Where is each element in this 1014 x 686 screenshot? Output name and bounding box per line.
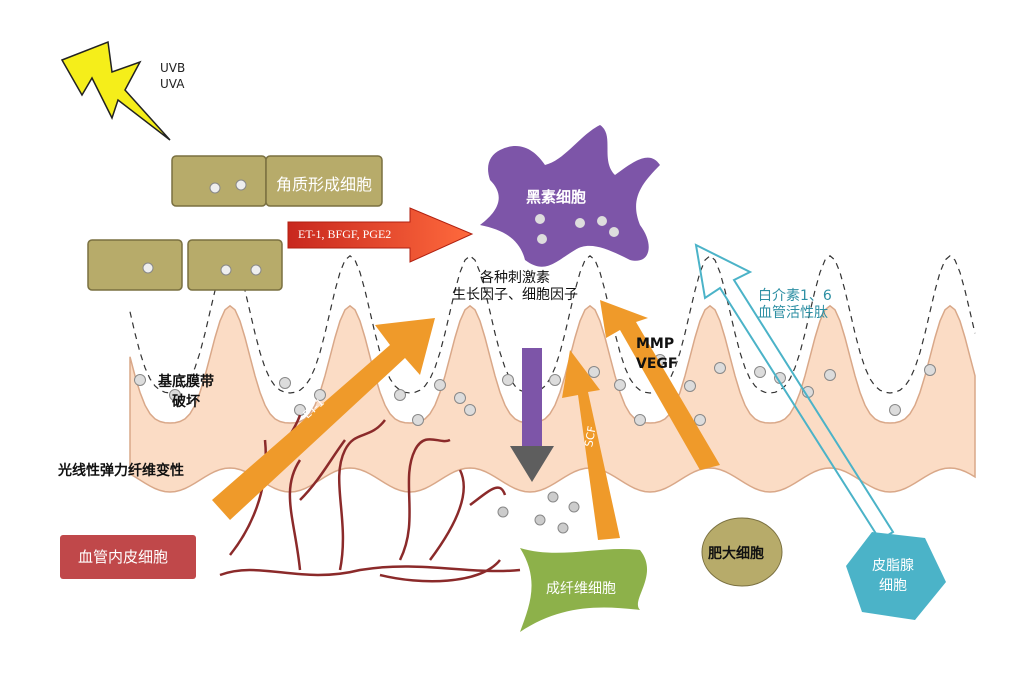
melanocyte-label: 黑素细胞 bbox=[526, 188, 587, 206]
stimuli-line1: 各种刺激素 bbox=[480, 270, 550, 286]
red-arrow-label: ET-1, BFGF, PGE2 bbox=[298, 227, 392, 241]
interleukin-label: 白介素1、6 血管活性肽 bbox=[758, 288, 832, 322]
granule-dot bbox=[134, 374, 146, 386]
granule-dot bbox=[314, 389, 326, 401]
red-arrow bbox=[287, 207, 474, 263]
uvb-text: UVB bbox=[160, 61, 186, 75]
vegf-text: VEGF bbox=[636, 356, 678, 372]
mmp-text: MMP bbox=[636, 336, 675, 352]
et1-arrow bbox=[212, 318, 435, 520]
basement-line2: 破坏 bbox=[172, 394, 200, 410]
stimuli-line2: 生长因子、细胞因子 bbox=[452, 287, 578, 303]
uv-label: UVB UVA bbox=[160, 60, 185, 92]
scf-arrow bbox=[562, 350, 620, 540]
mast-label: 肥大细胞 bbox=[708, 546, 764, 562]
sebaceous-line1: 皮脂腺 bbox=[872, 558, 914, 574]
sebaceous-cell bbox=[846, 532, 946, 620]
basement-line1: 基底膜带 bbox=[158, 374, 214, 390]
granule-dot bbox=[169, 389, 181, 401]
granule-dot bbox=[824, 369, 836, 381]
elastic-label: 光线性弹力纤维变性 bbox=[58, 463, 184, 479]
interleukin-line2: 血管活性肽 bbox=[758, 305, 828, 321]
blood-vessels bbox=[219, 414, 521, 583]
lightning-icon bbox=[60, 40, 171, 141]
granule-dot bbox=[412, 414, 424, 426]
purple-arrow-head bbox=[510, 446, 554, 482]
stimuli-label: 各种刺激素 生长因子、细胞因子 bbox=[440, 270, 590, 304]
granule-dot bbox=[889, 404, 901, 416]
endothelial-cell bbox=[60, 535, 196, 579]
teal-arrow bbox=[694, 243, 895, 542]
mmp-arrow bbox=[600, 300, 720, 470]
granule-dot bbox=[549, 374, 561, 386]
endothelial-label: 血管内皮细胞 bbox=[78, 548, 169, 566]
keratinocyte-label: 角质形成细胞 bbox=[276, 175, 373, 194]
mast-cell bbox=[701, 517, 783, 587]
melanin-granules bbox=[134, 354, 936, 426]
granule-dot bbox=[502, 374, 514, 386]
interleukin-line1: 白介素1、6 bbox=[758, 288, 832, 304]
granule-dot bbox=[454, 392, 466, 404]
mmp-label: MMP VEGF bbox=[636, 334, 677, 374]
fibroblast-shape bbox=[520, 548, 648, 632]
granule-dot bbox=[924, 364, 936, 376]
orange-arrows bbox=[212, 300, 720, 540]
granule-dot bbox=[464, 404, 476, 416]
granule-dot bbox=[694, 414, 706, 426]
granule-dot bbox=[279, 377, 291, 389]
granule-dot bbox=[394, 389, 406, 401]
keratinocyte-cells bbox=[87, 155, 383, 291]
fibroblast-label: 成纤维细胞 bbox=[546, 581, 616, 597]
uva-text: UVA bbox=[160, 77, 185, 91]
granule-dot bbox=[714, 362, 726, 374]
sebaceous-line2: 细胞 bbox=[879, 578, 907, 594]
granule-dot bbox=[588, 366, 600, 378]
granule-dot bbox=[634, 414, 646, 426]
purple-arrow-shaft bbox=[522, 348, 542, 446]
basement-label: 基底膜带 破坏 bbox=[158, 372, 214, 412]
granule-dot bbox=[754, 366, 766, 378]
granule-dot bbox=[684, 380, 696, 392]
sebaceous-label: 皮脂腺 细胞 bbox=[872, 556, 914, 596]
granule-dot bbox=[434, 379, 446, 391]
granule-dot bbox=[614, 379, 626, 391]
